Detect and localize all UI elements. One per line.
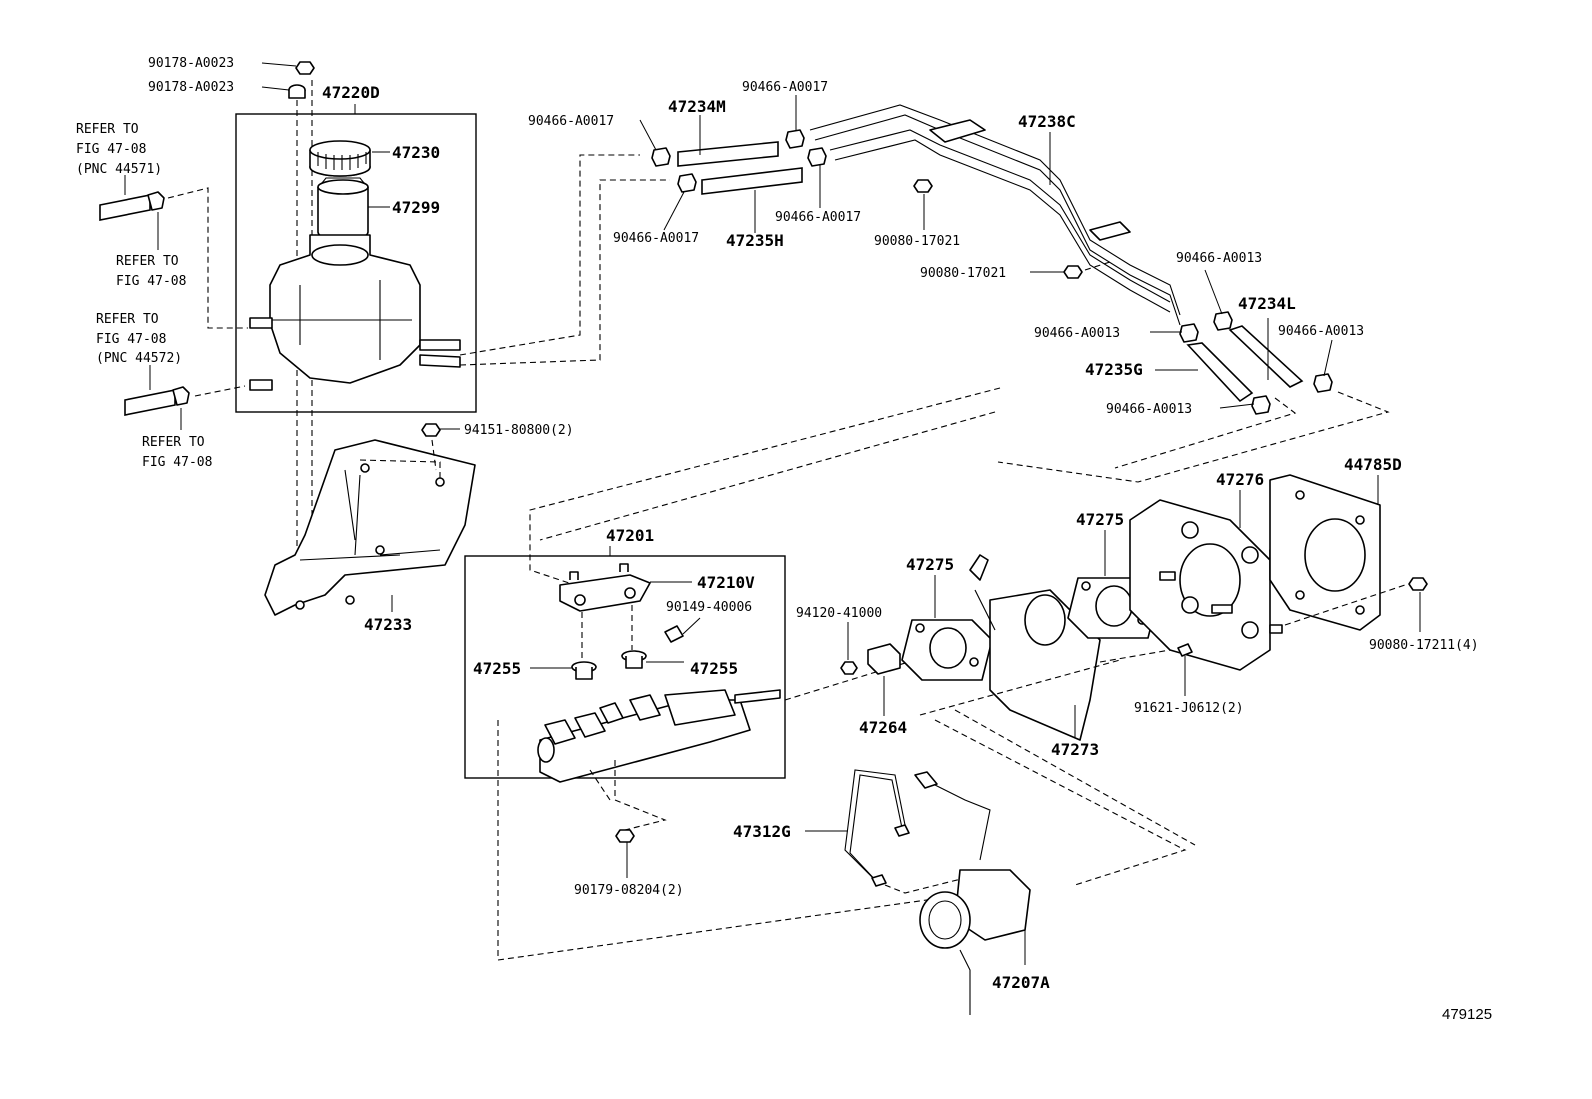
label-90080-2: 90080-17021	[920, 266, 1006, 281]
label-90466-7: 90466-A0013	[1034, 326, 1120, 341]
screw-90149	[664, 625, 684, 643]
clamp-6	[1179, 323, 1199, 343]
clamp-4	[807, 147, 827, 167]
label-90080-1: 90080-17021	[874, 234, 960, 249]
label-90466-6: 90466-A0013	[1278, 324, 1364, 339]
reservoir-tank	[249, 234, 461, 391]
label-90466-8: 90466-A0013	[1106, 402, 1192, 417]
label-47207A: 47207A	[992, 973, 1050, 992]
refer1-line2: FIG 47-08	[76, 142, 146, 157]
label-47276: 47276	[1216, 470, 1264, 489]
label-90466-4: 90466-A0017	[613, 231, 699, 246]
sensor-47207A	[914, 771, 1031, 1015]
label-47233: 47233	[364, 615, 412, 634]
pipe-assembly-47238C	[809, 104, 1181, 326]
hose-47235G	[1186, 342, 1254, 403]
tube-47312G	[844, 769, 910, 887]
hose-47234M	[677, 141, 779, 167]
label-47255-left: 47255	[473, 659, 521, 678]
label-47275-right: 47275	[1076, 510, 1124, 529]
bracket-47264	[867, 643, 901, 675]
label-47234L: 47234L	[1238, 294, 1296, 313]
label-47210V: 47210V	[697, 573, 755, 592]
clamp-5	[1213, 311, 1233, 331]
label-90179: 90179-08204(2)	[574, 883, 684, 898]
label-90466-1: 90466-A0017	[528, 114, 614, 129]
bolt-94151	[421, 423, 441, 437]
clamp-1	[651, 147, 671, 167]
label-47275-left: 47275	[906, 555, 954, 574]
refer2-line1: REFER TO	[116, 254, 179, 269]
label-47255-right: 47255	[690, 659, 738, 678]
cap-nut-upper	[295, 61, 315, 75]
nut-90080-1	[913, 179, 933, 193]
label-47201: 47201	[606, 526, 654, 545]
label-94120: 94120-41000	[796, 606, 882, 621]
refer3-line1: REFER TO	[96, 312, 159, 327]
refer4-line1: REFER TO	[142, 435, 205, 450]
label-47220D: 47220D	[322, 83, 380, 102]
label-91621: 91621-J0612(2)	[1134, 701, 1244, 716]
hose-47234L	[1228, 325, 1304, 388]
hose-47235H	[701, 167, 803, 195]
label-94151: 94151-80800(2)	[464, 423, 574, 438]
cap-plate-47210V	[559, 563, 651, 612]
refer-hose-upper	[99, 191, 165, 221]
label-47273: 47273	[1051, 740, 1099, 759]
label-90080-17211: 90080-17211(4)	[1369, 638, 1479, 653]
grommet-lower	[288, 84, 306, 99]
refer3-line2: FIG 47-08	[96, 332, 166, 347]
reservoir-cap	[309, 140, 371, 177]
refer1-line1: REFER TO	[76, 122, 139, 137]
master-cylinder-box	[464, 555, 786, 779]
clamp-3	[785, 129, 805, 149]
label-44785D: 44785D	[1344, 455, 1402, 474]
clamp-2	[677, 173, 697, 193]
label-90466-5: 90466-A0013	[1176, 251, 1262, 266]
clip-94120	[840, 661, 858, 675]
label-47230: 47230	[392, 143, 440, 162]
label-47234M: 47234M	[668, 97, 726, 116]
label-47299: 47299	[392, 198, 440, 217]
reservoir-bracket	[264, 439, 476, 616]
plate-47276	[1129, 499, 1283, 671]
gasket-47275-left	[901, 619, 993, 681]
reservoir-assembly-box	[235, 113, 477, 413]
label-47312G: 47312G	[733, 822, 791, 841]
plate-47273	[969, 554, 1101, 741]
gasket-44785D	[1269, 474, 1381, 631]
diagram-number: 479125	[1442, 1006, 1492, 1023]
grommet-47255-left	[571, 661, 597, 680]
grommet-47255-right	[621, 650, 647, 669]
refer2-line2: FIG 47-08	[116, 274, 186, 289]
label-90178-b: 90178-A0023	[148, 80, 234, 95]
clamp-8	[1251, 395, 1271, 415]
strainer	[317, 177, 369, 241]
label-47235H: 47235H	[726, 231, 784, 250]
refer1-line3: (PNC 44571)	[76, 162, 162, 177]
label-90149: 90149-40006	[666, 600, 752, 615]
master-cylinder-body	[537, 689, 781, 783]
refer3-line3: (PNC 44572)	[96, 351, 182, 366]
label-47235G: 47235G	[1085, 360, 1143, 379]
label-47264: 47264	[859, 718, 907, 737]
label-47238C: 47238C	[1018, 112, 1076, 131]
label-90466-2: 90466-A0017	[742, 80, 828, 95]
nut-90080-17211	[1408, 577, 1428, 591]
refer4-line2: FIG 47-08	[142, 455, 212, 470]
bolt-91621	[1177, 643, 1193, 657]
nut-90179	[615, 829, 635, 843]
label-90466-3: 90466-A0017	[775, 210, 861, 225]
refer-hose-lower	[124, 386, 190, 416]
nut-90080-2	[1063, 265, 1083, 279]
clamp-7	[1313, 373, 1333, 393]
label-90178-a: 90178-A0023	[148, 56, 234, 71]
